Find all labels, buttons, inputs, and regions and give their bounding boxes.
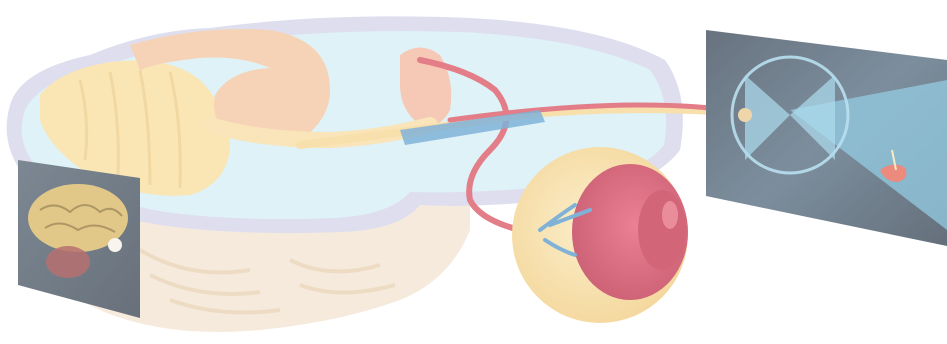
fade-overlay [0, 0, 947, 344]
visual-pathway-illustration [0, 0, 947, 344]
